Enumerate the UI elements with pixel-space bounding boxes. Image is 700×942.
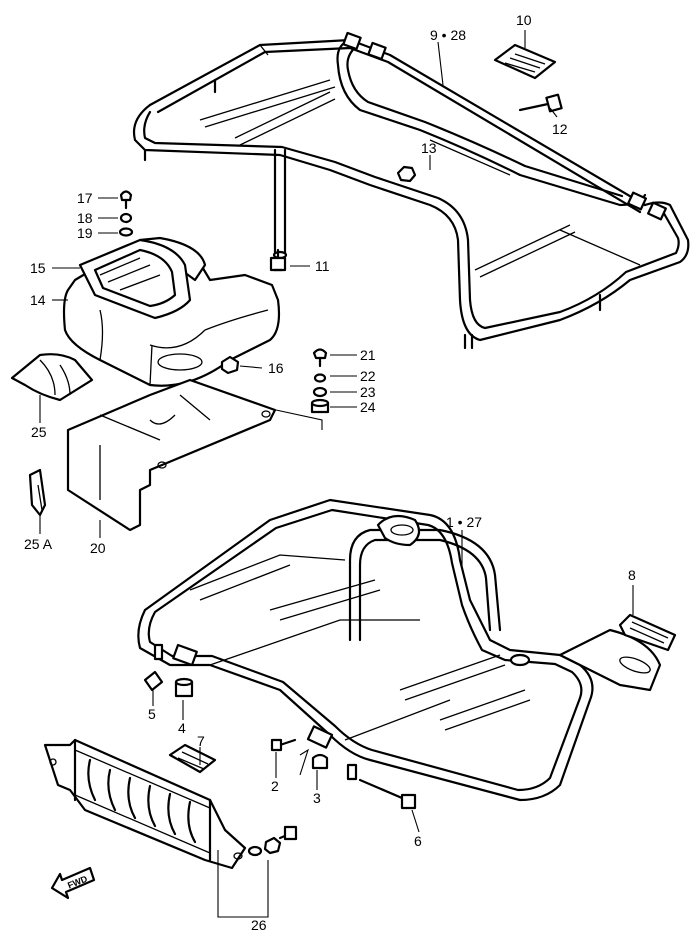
front-carrier: [137, 498, 662, 802]
callout-20: 20: [90, 540, 106, 556]
callout-25a: 25 A: [24, 536, 53, 552]
callout-1-27: 1 • 27: [446, 514, 482, 530]
part-4-collar: [174, 677, 194, 698]
callout-23: 23: [360, 384, 376, 400]
fwd-arrow-icon: FWD: [50, 866, 96, 900]
part-22-washer: [313, 373, 327, 383]
part-6-bolt: [358, 778, 417, 810]
callout-25: 25: [31, 424, 47, 440]
callout-9-28: 9 • 28: [430, 27, 466, 43]
callout-7: 7: [197, 733, 205, 749]
callout-3: 3: [313, 790, 321, 806]
callout-10: 10: [516, 12, 532, 28]
callout-22: 22: [360, 368, 376, 384]
callout-21: 21: [360, 347, 376, 363]
part-11-bolt: [269, 248, 287, 272]
part-7-pad: [168, 743, 217, 774]
callout-labels: 9 • 28 10 12 13 11 17 18 19 15 14 16 2 1 …: [24, 12, 636, 933]
callout-17: 17: [77, 190, 93, 206]
part-13-nut: [396, 165, 417, 183]
part-17-bolt: [119, 190, 133, 210]
part-21-bolt: [312, 348, 328, 368]
part-26-guard: [43, 738, 247, 870]
part-12-bolt: [518, 93, 563, 113]
part-3-nut: [311, 753, 329, 770]
callout-12: 12: [552, 121, 568, 137]
part-25-pad: [10, 353, 94, 402]
part-16-nut: [220, 355, 240, 375]
part-24-bushing: [310, 398, 330, 414]
rear-carrier: [132, 31, 690, 350]
part-19-washer: [118, 227, 134, 237]
part-10-pad: [493, 43, 557, 80]
callout-5: 5: [148, 706, 156, 722]
callout-16: 16: [268, 360, 284, 376]
part-8-step: [618, 613, 677, 652]
part-5-clip: [143, 670, 164, 692]
callout-18: 18: [77, 210, 93, 226]
callout-4: 4: [178, 720, 186, 736]
part-23-washer: [312, 386, 328, 398]
part-15-seal: [78, 238, 192, 320]
callout-2: 2: [271, 778, 279, 794]
part-20-bracket: [66, 378, 277, 532]
callout-13: 13: [421, 140, 437, 156]
callout-19: 19: [77, 225, 93, 241]
callout-26: 26: [251, 917, 267, 933]
callout-8: 8: [628, 567, 636, 583]
part-2-screw: [270, 738, 297, 752]
callout-14: 14: [30, 292, 46, 308]
callout-15: 15: [30, 260, 46, 276]
part-18-washer: [119, 212, 133, 224]
part-26-hardware: [247, 825, 298, 857]
leader-lines: [39, 30, 634, 918]
callout-24: 24: [360, 399, 376, 415]
callout-6: 6: [414, 833, 422, 849]
part-25a-clip: [28, 468, 47, 517]
callout-11: 11: [315, 258, 330, 274]
